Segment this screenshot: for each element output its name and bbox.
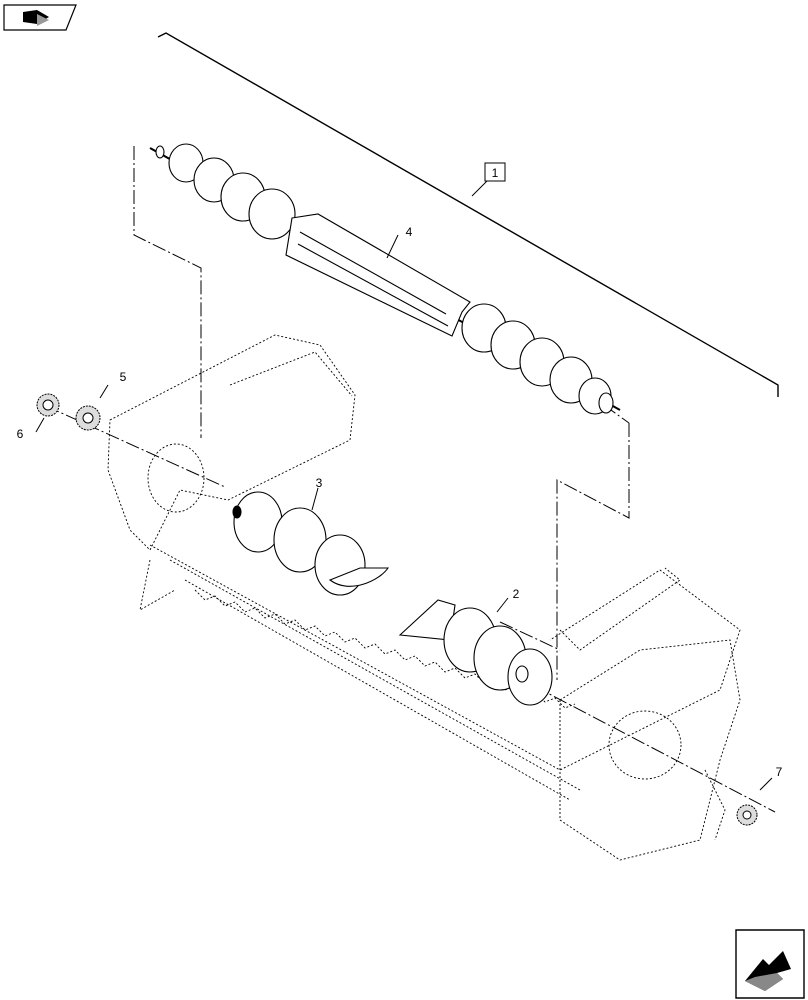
right-auger-section [398, 599, 553, 706]
callout-2[interactable]: 2 [513, 587, 520, 601]
callout-1[interactable]: 1 [492, 166, 499, 180]
sprocket-6 [36, 393, 60, 417]
previous-page-arrow-icon [23, 10, 49, 26]
sprocket-7 [736, 804, 758, 826]
callout-3[interactable]: 3 [316, 476, 323, 490]
upper-auger-shaft [149, 143, 621, 415]
sprocket-5 [75, 405, 101, 431]
left-auger-section [232, 491, 390, 596]
callout-leaders [35, 234, 773, 791]
next-page-button[interactable] [735, 929, 805, 999]
callout-1-box [484, 162, 506, 182]
callout-4[interactable]: 4 [406, 225, 413, 239]
leader-lines [45, 146, 776, 813]
next-page-arrow-icon [745, 951, 791, 991]
callout-5[interactable]: 5 [120, 370, 127, 384]
previous-page-button[interactable] [3, 4, 77, 31]
callout-7[interactable]: 7 [776, 765, 783, 779]
header-frame [107, 334, 741, 861]
callout-6[interactable]: 6 [17, 427, 24, 441]
